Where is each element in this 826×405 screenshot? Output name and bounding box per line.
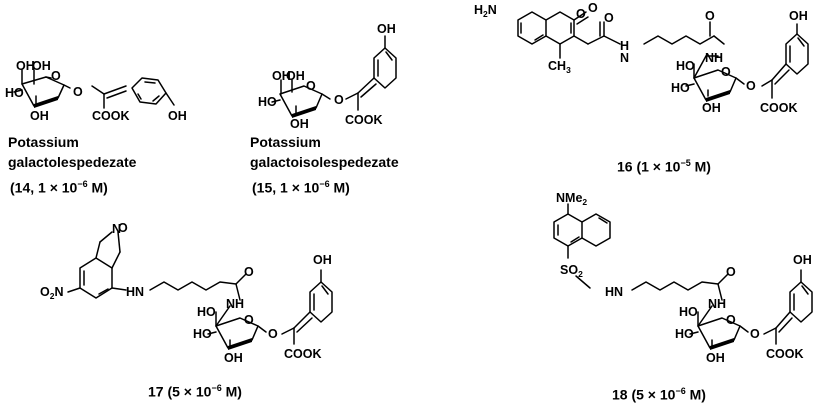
atom-oh-17: OH: [224, 351, 243, 365]
atom-o2n-17: O2N: [40, 285, 64, 301]
atom-o-17-ring2: O: [244, 313, 254, 327]
atom-nme2-18: NMe2: [556, 191, 587, 207]
caption-14-name-line2: galactolespedezate: [8, 154, 137, 170]
atom-o-16-glyco: O: [746, 79, 756, 93]
atom-o-16-carbonyl: O: [588, 1, 598, 15]
atom-o-16-amide2: O: [705, 9, 715, 23]
structure-15: OH OH OH HO O OH O COOK: [258, 22, 397, 131]
atom-oh-18b: OH: [793, 253, 812, 267]
atom-o-17-amide: O: [244, 265, 254, 279]
atom-oh-15c: OH: [286, 69, 305, 83]
atom-o-15-glyco: O: [334, 93, 344, 107]
atom-o-16-amide: O: [604, 11, 614, 25]
atom-so2-18: SO2: [560, 263, 583, 279]
atom-n-16: N: [620, 51, 629, 65]
atom-o-18-glyco: O: [750, 327, 760, 341]
atom-cook-17: COOK: [284, 347, 322, 361]
atom-ch3-16: CH3: [548, 59, 571, 75]
atom-ho-18a: HO: [679, 305, 698, 319]
atom-ho-14: HO: [5, 86, 24, 100]
atom-cook-15: COOK: [345, 113, 383, 127]
structure-18: NMe2 SO2 HN O NH HO HO O OH O COOK OH: [553, 191, 813, 365]
caption-14-concentration: (14, 1 × 10−6 M): [10, 179, 108, 196]
caption-15-name-line2: galactoisolespedezate: [250, 154, 399, 170]
structure-14: OH OH HO O OH O COOK OH: [5, 59, 187, 123]
caption-16: 16 (1 × 10−5 M): [617, 158, 711, 175]
atom-oh-17b: OH: [313, 253, 332, 267]
atom-nh-18: NH: [708, 297, 726, 311]
atom-oh-14c: OH: [30, 109, 49, 123]
atom-hn-18: HN: [605, 285, 623, 299]
atom-oh-15d: OH: [290, 117, 309, 131]
atom-o-15-ring: O: [306, 79, 316, 93]
atom-o-16-lactone: O: [576, 7, 586, 21]
atom-nh-17: NH: [226, 297, 244, 311]
atom-ho-16a: HO: [676, 59, 695, 73]
atom-cook-14: COOK: [92, 109, 130, 123]
atom-oh-14d: OH: [168, 109, 187, 123]
atom-ho-17a: HO: [197, 305, 216, 319]
atom-ho-17b: HO: [193, 327, 212, 341]
caption-18: 18 (5 × 10−6 M): [612, 386, 706, 403]
structure-16: H2N O O CH3 O H N O NH HO HO O OH O COOK…: [474, 1, 809, 115]
atom-oh-14b: OH: [32, 59, 51, 73]
atom-o-14-ring: O: [51, 69, 61, 83]
caption-14-name-line1: Potassium: [8, 134, 79, 150]
atom-h2n-16: H2N: [474, 3, 497, 19]
atom-o-17-ring: O: [118, 221, 128, 235]
atom-hn-17: HN: [126, 285, 144, 299]
atom-oh-15a: OH: [377, 22, 396, 36]
atom-nh-16: NH: [705, 51, 723, 65]
atom-oh-14a: OH: [16, 59, 35, 73]
structure-17: N O O2N HN O NH HO HO O OH O COOK OH: [40, 221, 333, 365]
caption-15-concentration: (15, 1 × 10−6 M): [252, 179, 350, 196]
atom-o-18-ring: O: [726, 313, 736, 327]
atom-o-16-ring: O: [721, 65, 731, 79]
atom-ho-16b: HO: [671, 81, 690, 95]
atom-o-14-glyco: O: [73, 85, 83, 99]
atom-oh-16: OH: [702, 101, 721, 115]
atom-cook-16: COOK: [760, 101, 798, 115]
atom-ho-15: HO: [258, 95, 277, 109]
atom-o-17-glyco: O: [268, 327, 278, 341]
atom-h-16: H: [620, 39, 629, 53]
atom-n-17a: N: [112, 222, 121, 236]
caption-17: 17 (5 × 10−6 M): [148, 383, 242, 400]
atom-cook-18: COOK: [766, 347, 804, 361]
atom-o-18-amide: O: [726, 265, 736, 279]
atom-oh-16b: OH: [789, 9, 808, 23]
atom-oh-18: OH: [706, 351, 725, 365]
caption-15-name-line1: Potassium: [250, 134, 321, 150]
atom-oh-15b: OH: [272, 69, 291, 83]
atom-ho-18b: HO: [675, 327, 694, 341]
